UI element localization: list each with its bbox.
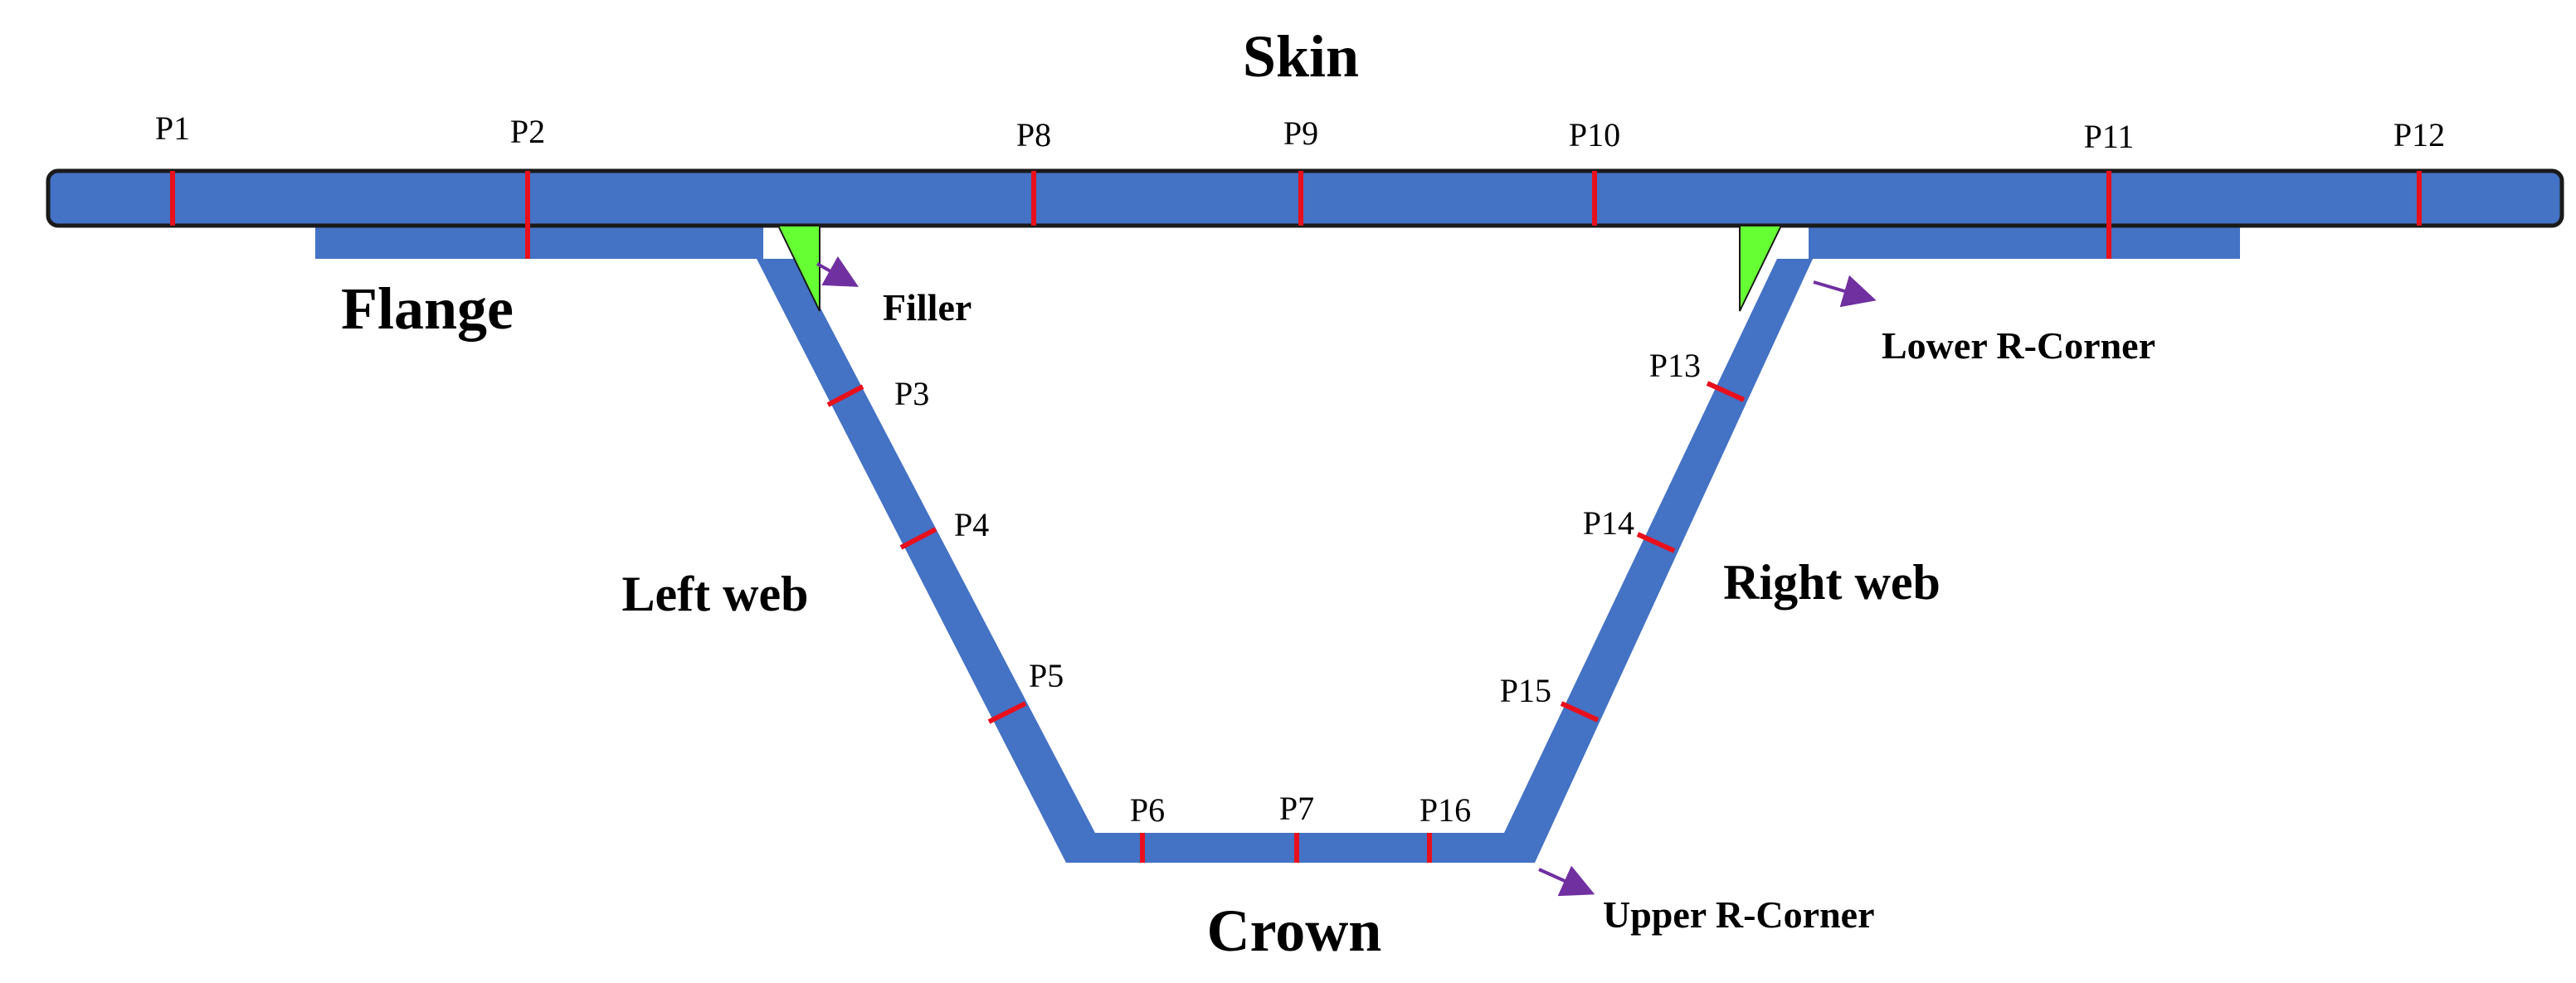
left-flange <box>315 226 763 259</box>
left-web <box>757 259 1095 863</box>
marker-p5 <box>987 701 1027 724</box>
point-label-p9: P9 <box>1283 114 1318 152</box>
point-label-p11: P11 <box>2084 118 2135 155</box>
flange-label: Flange <box>341 275 514 342</box>
skin-panel <box>46 168 2564 228</box>
lower-r-corner-label: Lower R-Corner <box>1882 324 2155 367</box>
skin-label: Skin <box>1243 23 1359 90</box>
right-flange <box>1809 226 2240 259</box>
point-label-p10: P10 <box>1569 116 1620 153</box>
right-web-label: Right web <box>1723 555 1941 610</box>
filler-arrow <box>816 255 859 287</box>
upper-r-corner-arrow <box>1538 865 1595 897</box>
right-filler <box>1739 225 1783 312</box>
marker-p14 <box>1636 532 1676 553</box>
point-label-p8: P8 <box>1016 116 1051 153</box>
marker-p15 <box>1560 701 1600 723</box>
marker-p4 <box>899 527 937 550</box>
point-label-p16: P16 <box>1419 791 1471 829</box>
left-web-label: Left web <box>622 567 809 621</box>
point-label-p4: P4 <box>954 506 989 543</box>
point-label-p6: P6 <box>1130 791 1165 829</box>
point-label-p1: P1 <box>155 109 190 147</box>
point-label-p14: P14 <box>1583 504 1634 542</box>
point-label-p7: P7 <box>1279 790 1314 827</box>
point-label-p12: P12 <box>2393 116 2445 153</box>
left-filler <box>777 225 821 312</box>
crown-label: Crown <box>1207 898 1382 964</box>
point-label-p15: P15 <box>1500 672 1551 709</box>
upper-r-corner-label: Upper R-Corner <box>1603 893 1874 936</box>
marker-p13 <box>1706 381 1746 402</box>
point-label-p2: P2 <box>510 113 545 150</box>
lower-r-corner-arrow <box>1813 275 1877 308</box>
point-label-p3: P3 <box>894 375 929 412</box>
section-markers <box>170 171 2422 863</box>
stringer-structure <box>315 226 2240 863</box>
point-label-p13: P13 <box>1649 347 1701 384</box>
marker-p3 <box>826 384 864 407</box>
crown-segment <box>1066 833 1535 863</box>
point-label-p5: P5 <box>1029 657 1064 694</box>
filler-label: Filler <box>883 286 971 328</box>
pointer-arrows <box>816 255 1877 897</box>
